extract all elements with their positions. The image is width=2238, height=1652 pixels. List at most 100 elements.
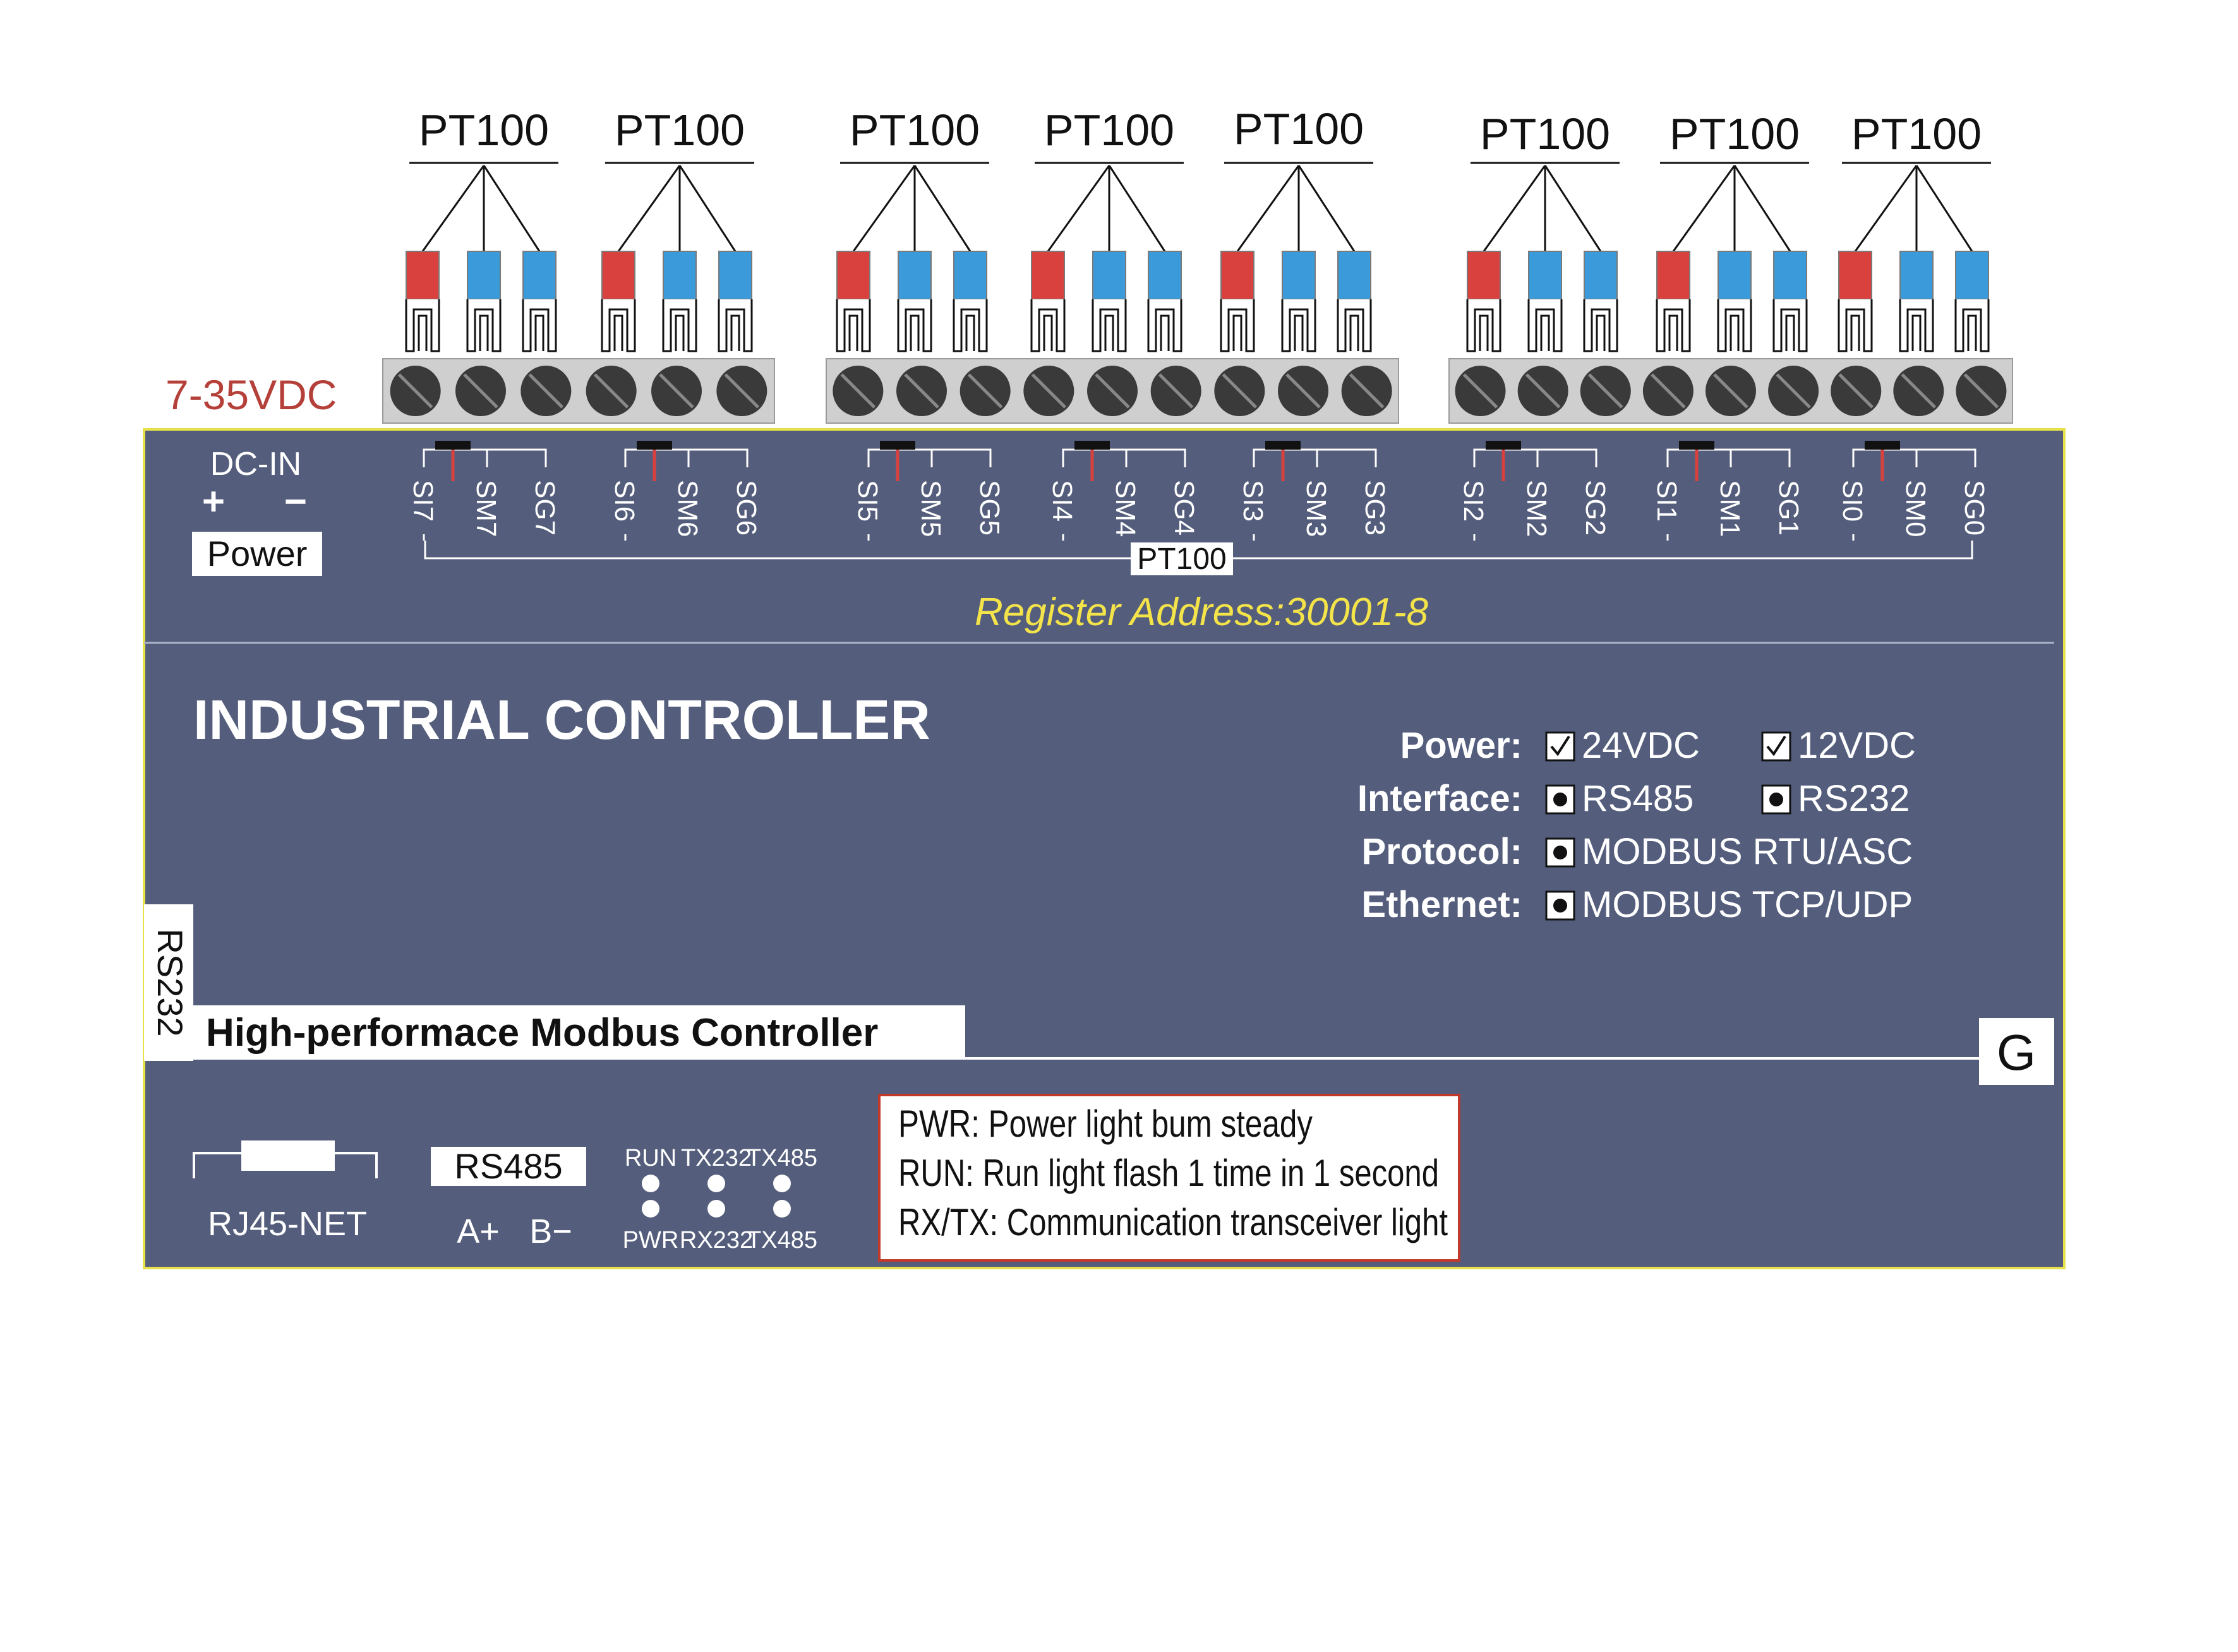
terminal-screw-slot: [1713, 373, 1748, 409]
spec-option-text: 24VDC: [1582, 725, 1700, 766]
spade-lug-inner: [1479, 314, 1489, 351]
spade-lug-inner: [1596, 314, 1606, 351]
sensor-wire-blue: [1528, 251, 1562, 300]
spade-lug-inner: [1294, 314, 1304, 351]
terminal-screw-slot: [1651, 373, 1686, 409]
channel-bracket: [1253, 448, 1377, 467]
sensor-wire-blue: [1899, 251, 1934, 300]
terminal-screw-slot: [1525, 373, 1561, 409]
pt100-lead: [1236, 165, 1300, 252]
legend-line: RX/TX: Communication transceiver light: [898, 1201, 1448, 1243]
rs485-a-label: A+: [457, 1212, 500, 1250]
led-legend-box: [878, 1094, 1460, 1262]
spade-lug: [953, 299, 988, 352]
spade-lug: [836, 299, 871, 352]
led-label-bottom: PWR: [623, 1227, 679, 1254]
pt100-lead: [678, 165, 737, 252]
terminal-strips: [382, 358, 2013, 424]
led-indicator: [707, 1200, 725, 1218]
channel-bracket: [1852, 448, 1976, 467]
spade-lug: [466, 299, 502, 352]
terminal-label-sg: SG7: [529, 480, 560, 536]
legend-line: PWR: Power light bum steady: [898, 1103, 1313, 1145]
spade-lug-inner: [848, 314, 858, 351]
channel-jumper: [1486, 441, 1521, 450]
spade-lug: [718, 299, 753, 352]
dot-icon: [1553, 899, 1567, 913]
led-indicator: [642, 1200, 659, 1218]
spade-lug: [1899, 299, 1934, 352]
channel-jumper: [1679, 441, 1714, 450]
channel-bracket: [1062, 448, 1186, 467]
spade-lug: [1030, 299, 1066, 352]
pt100-lead: [1915, 165, 1973, 252]
sensor-wire-blue: [953, 251, 987, 300]
terminal-label-si: SI5: [852, 480, 883, 522]
terminal-label-si: SI3: [1237, 480, 1268, 522]
spade-lug-inner: [1850, 314, 1860, 351]
rj45-label: RJ45-NET: [208, 1205, 367, 1243]
spade-lug: [1281, 299, 1316, 352]
spade-lug: [1717, 299, 1752, 352]
terminal-label-sg: SG4: [1169, 480, 1200, 536]
rs232-port-label: RS232: [150, 928, 190, 1036]
terminal-screw-slot: [1462, 373, 1498, 409]
spade-lug: [1838, 299, 1873, 352]
terminal-screw-slot: [967, 373, 1003, 409]
terminal-label-sg: SG0: [1959, 480, 1990, 536]
sensor-wire-blue: [718, 251, 752, 300]
rs485-b-label: B−: [529, 1212, 572, 1250]
spade-lug-inner: [1911, 314, 1922, 351]
dot-icon: [1769, 793, 1783, 806]
terminal-label-si: SI7: [407, 480, 438, 522]
channel-bracket: [423, 448, 547, 467]
terminal-label-sm: SM2: [1521, 480, 1552, 537]
ground-label: G: [1997, 1024, 2036, 1080]
rs485-label: RS485: [454, 1146, 562, 1186]
spade-lug: [1772, 299, 1808, 352]
spade-lug-inner: [1104, 314, 1114, 351]
legend-line: RUN: Run light flash 1 time in 1 second: [898, 1152, 1439, 1194]
led-indicator: [773, 1175, 791, 1192]
terminal-screw-slot: [1158, 373, 1194, 409]
channel-jumper: [880, 441, 915, 450]
terminal-screw-slot: [659, 373, 694, 409]
sensor-wire-red: [406, 251, 440, 300]
spade-lug: [897, 299, 932, 352]
pt100-lead: [913, 165, 972, 252]
spec-option-text: RS232: [1798, 778, 1910, 819]
dc-plus-label: +: [202, 480, 225, 524]
spade-lug: [601, 299, 636, 352]
terminal-screw-slot: [1963, 373, 1999, 409]
spade-lug-inner: [479, 314, 489, 351]
pt100-lead: [617, 165, 681, 252]
channel-jumper: [435, 441, 471, 450]
check-icon: [1550, 735, 1570, 757]
spade-lug-inner: [1349, 314, 1359, 351]
controller-subtitle: High-performace Modbus Controller: [206, 1011, 878, 1055]
terminal-label-sm: SM7: [471, 480, 502, 537]
spade-lug: [1466, 299, 1501, 352]
terminal-screw-slot: [463, 373, 498, 409]
led-label-top: RUN: [625, 1145, 677, 1171]
sensor-wire-red: [1031, 251, 1065, 300]
pt100-label: PT100: [1669, 109, 1800, 159]
spec-label: Protocol:: [1361, 831, 1522, 872]
spade-lug-inner: [1668, 314, 1678, 351]
terminal-label-si: SI0: [1837, 480, 1868, 522]
spade-lug-inner: [1967, 314, 1977, 351]
check-icon: [1766, 735, 1786, 757]
spec-option-box: [1545, 731, 1575, 762]
dc-in-label: DC-IN: [210, 446, 301, 482]
spade-lug: [1147, 299, 1182, 352]
channel-jumper: [637, 441, 672, 450]
channel-bracket: [867, 448, 992, 467]
terminal-label-si: SI6: [609, 480, 640, 522]
dot-icon: [1553, 793, 1567, 806]
terminal-screw-slot: [1095, 373, 1130, 409]
terminal-screw-slot: [1031, 373, 1067, 409]
terminal-screw-slot: [1285, 373, 1321, 409]
